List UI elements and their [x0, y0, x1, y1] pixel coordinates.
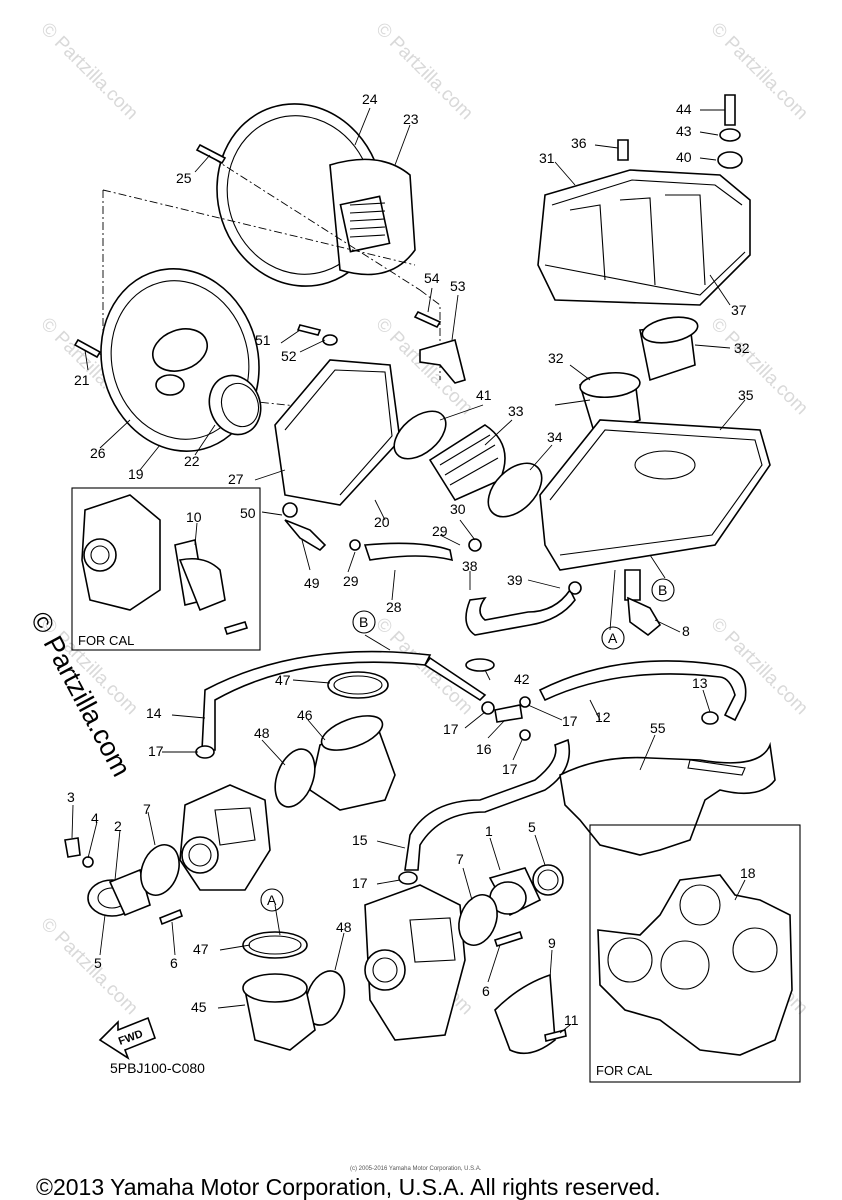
- callout-17: 17: [443, 721, 459, 737]
- callout-48: 48: [336, 919, 352, 935]
- leader-lines: [71, 107, 746, 1034]
- air-duct-plate: [559, 741, 776, 856]
- callout-47: 47: [275, 672, 291, 688]
- callout-32: 32: [548, 350, 564, 366]
- watermark: © Partzilla.com: [36, 19, 141, 124]
- callout-48: 48: [254, 725, 270, 741]
- callout-26: 26: [90, 445, 106, 461]
- callout-6: 6: [170, 955, 178, 971]
- callout-13: 13: [692, 675, 708, 691]
- callout-47: 47: [193, 941, 209, 957]
- callout-9: 9: [548, 935, 556, 951]
- ref-a-label: A: [267, 892, 277, 908]
- callout-36: 36: [571, 135, 587, 151]
- callout-12: 12: [595, 709, 611, 725]
- watermark: © Partzilla.com: [706, 19, 811, 124]
- callout-24: 24: [362, 91, 378, 107]
- diagram-code: 5PBJ100-C080: [110, 1060, 205, 1076]
- callout-32: 32: [734, 340, 750, 356]
- callout-31: 31: [539, 150, 555, 166]
- callout-17: 17: [148, 743, 164, 759]
- callout-50: 50: [240, 505, 256, 521]
- callout-28: 28: [386, 599, 402, 615]
- for-cal-inset-left: FOR CAL: [71, 487, 261, 651]
- middle-hoses-and-joints: [195, 650, 747, 1051]
- callout-42: 42: [514, 671, 530, 687]
- callout-18: 18: [740, 865, 756, 881]
- callout-38: 38: [462, 558, 478, 574]
- ref-b-label: B: [658, 582, 667, 598]
- callout-39: 39: [507, 572, 523, 588]
- callout-16: 16: [476, 741, 492, 757]
- callout-37: 37: [731, 302, 747, 318]
- callout-27: 27: [228, 471, 244, 487]
- callout-29: 29: [432, 523, 448, 539]
- watermark: © Partzilla.com: [371, 19, 476, 124]
- callout-55: 55: [650, 720, 666, 736]
- callout-44: 44: [676, 101, 692, 117]
- breather-hoses: [282, 502, 582, 636]
- callout-52: 52: [281, 348, 297, 364]
- callout-25: 25: [176, 170, 192, 186]
- callout-20: 20: [374, 514, 390, 530]
- callout-43: 43: [676, 123, 692, 139]
- reference-markers: B B A A: [260, 578, 675, 912]
- callout-34: 34: [547, 429, 563, 445]
- callout-29: 29: [343, 573, 359, 589]
- callout-41: 41: [476, 387, 492, 403]
- carburetor-front: [364, 884, 466, 1041]
- callout-53: 53: [450, 278, 466, 294]
- callout-4: 4: [91, 810, 99, 826]
- callout-46: 46: [297, 707, 313, 723]
- air-filter-case-assembly: [537, 94, 771, 637]
- callout-5: 5: [528, 819, 536, 835]
- for-cal-label-left: FOR CAL: [78, 633, 134, 648]
- callout-6: 6: [482, 983, 490, 999]
- callout-1: 1: [485, 823, 493, 839]
- callout-15: 15: [352, 832, 368, 848]
- callout-5: 5: [94, 955, 102, 971]
- callout-10: 10: [186, 509, 202, 525]
- carburetor-rear: [179, 784, 271, 891]
- callout-21: 21: [74, 372, 90, 388]
- callout-22: 22: [184, 453, 200, 469]
- callout-numbers: 24 23 25 21 26 19 22 27 51 52 54 53 41 3…: [67, 91, 756, 1028]
- callout-54: 54: [424, 270, 440, 286]
- callout-17: 17: [352, 875, 368, 891]
- callout-14: 14: [146, 705, 162, 721]
- for-cal-inset-right: FOR CAL: [589, 824, 801, 1083]
- callout-19: 19: [128, 466, 144, 482]
- callout-8: 8: [682, 623, 690, 639]
- watermark: © Partzilla.com: [371, 614, 476, 719]
- callout-17: 17: [502, 761, 518, 777]
- bracket-assembly: [296, 310, 466, 384]
- callout-35: 35: [738, 387, 754, 403]
- callout-30: 30: [450, 501, 466, 517]
- callout-17: 17: [562, 713, 578, 729]
- ref-a-label: A: [608, 630, 618, 646]
- intake-manifolds: [64, 837, 567, 1055]
- callout-7: 7: [456, 851, 464, 867]
- watermark: © Partzilla.com: [706, 314, 811, 419]
- fwd-arrow-icon: FWD: [98, 1016, 157, 1060]
- callout-11: 11: [564, 1012, 579, 1028]
- watermark: © Partzilla.com: [36, 914, 141, 1019]
- copyright-footer: ©2013 Yamaha Motor Corporation, U.S.A. A…: [36, 1174, 661, 1200]
- for-cal-label-right: FOR CAL: [596, 1063, 652, 1078]
- callout-45: 45: [191, 999, 207, 1015]
- air-cleaner-cover-assembly: [73, 103, 543, 518]
- callout-3: 3: [67, 789, 75, 805]
- callout-2: 2: [114, 818, 122, 834]
- callout-33: 33: [508, 403, 524, 419]
- callout-40: 40: [676, 149, 692, 165]
- callout-51: 51: [255, 332, 271, 348]
- callout-23: 23: [403, 111, 419, 127]
- ref-b-label: B: [359, 614, 368, 630]
- callout-49: 49: [304, 575, 320, 591]
- callout-7: 7: [143, 801, 151, 817]
- small-copyright: (c) 2005-2016 Yamaha Motor Corporation, …: [350, 1166, 482, 1172]
